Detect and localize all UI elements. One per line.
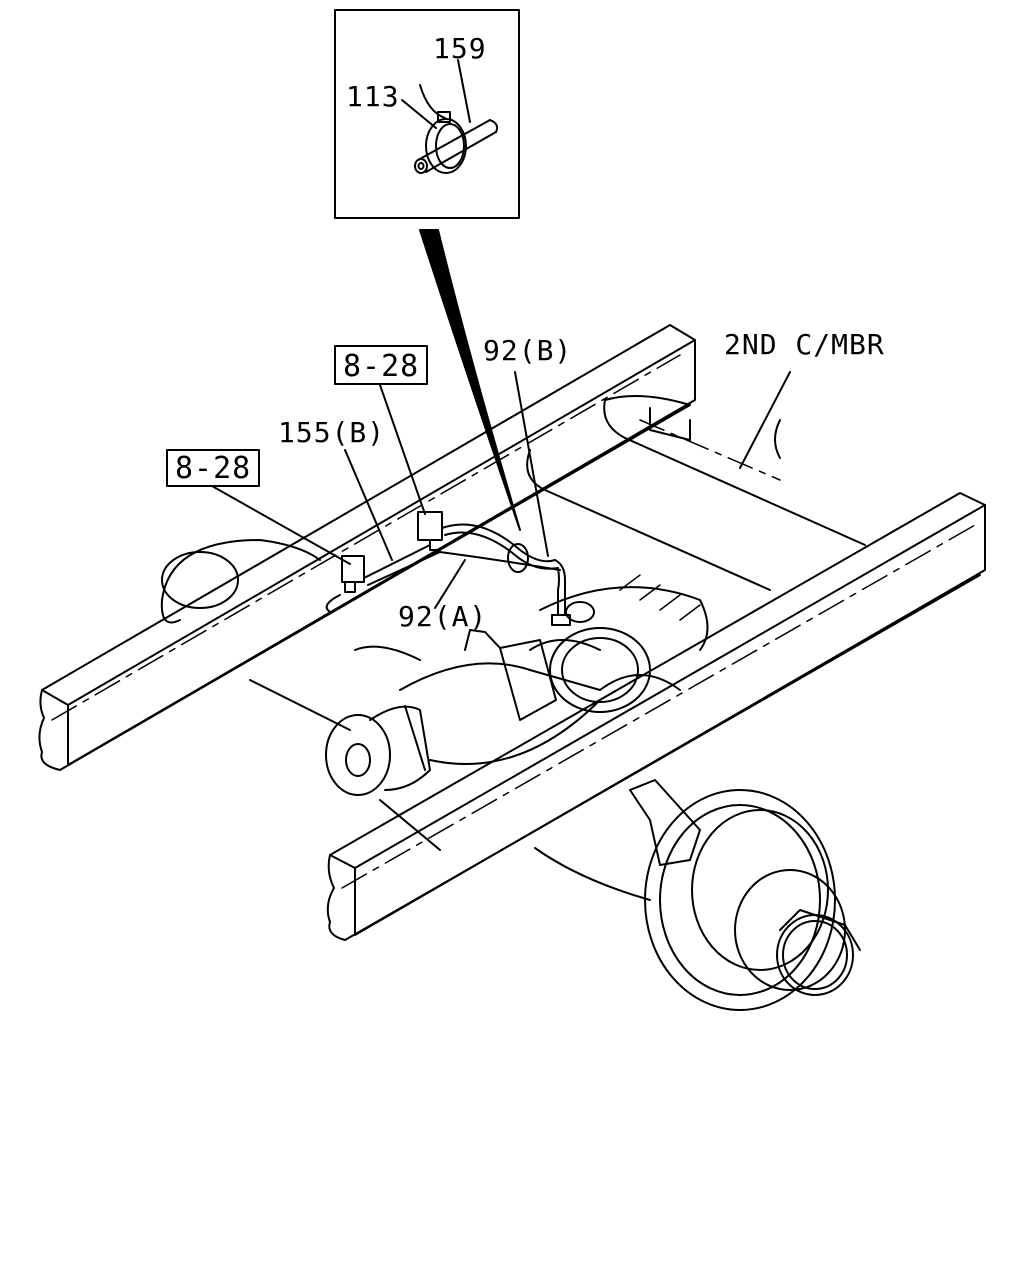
leader-155b — [344, 449, 393, 561]
detail-pointer — [419, 229, 521, 531]
label-113: 113 — [346, 80, 400, 113]
leader-159 — [457, 59, 471, 123]
label-92a: 92(A) — [398, 600, 487, 633]
ref-box-lower[interactable] — [166, 449, 260, 487]
inset-frame — [334, 9, 520, 219]
leader-113 — [401, 99, 437, 129]
upper-valve — [417, 511, 443, 541]
leader-ref-upper — [379, 384, 426, 515]
axle-housing — [249, 574, 709, 851]
leader-ref-lower — [211, 485, 351, 565]
leader-92a — [434, 559, 466, 609]
leader-92b — [514, 371, 549, 557]
leader-cross-member — [739, 371, 791, 469]
label-92b: 92(B) — [483, 334, 572, 367]
ref-label-lower[interactable]: 8-28 — [175, 451, 251, 486]
left-frame-rail — [38, 324, 696, 771]
right-wheel-drum — [534, 779, 861, 1011]
label-cross-member: 2ND C/MBR — [724, 328, 885, 361]
label-155b: 155(B) — [278, 416, 385, 449]
brake-pipes — [325, 511, 571, 626]
right-frame-rail — [326, 492, 986, 941]
inset-detail — [334, 9, 520, 219]
inset-clip — [419, 84, 467, 174]
left-wheel-hub — [160, 539, 321, 624]
pipe-clip — [507, 543, 529, 573]
ref-box-upper[interactable] — [334, 345, 428, 385]
label-159: 159 — [433, 32, 487, 65]
second-cross-member — [526, 395, 866, 591]
left-valve — [341, 555, 365, 583]
inset-pipe — [414, 119, 499, 174]
ref-label-upper[interactable]: 8-28 — [343, 349, 419, 384]
